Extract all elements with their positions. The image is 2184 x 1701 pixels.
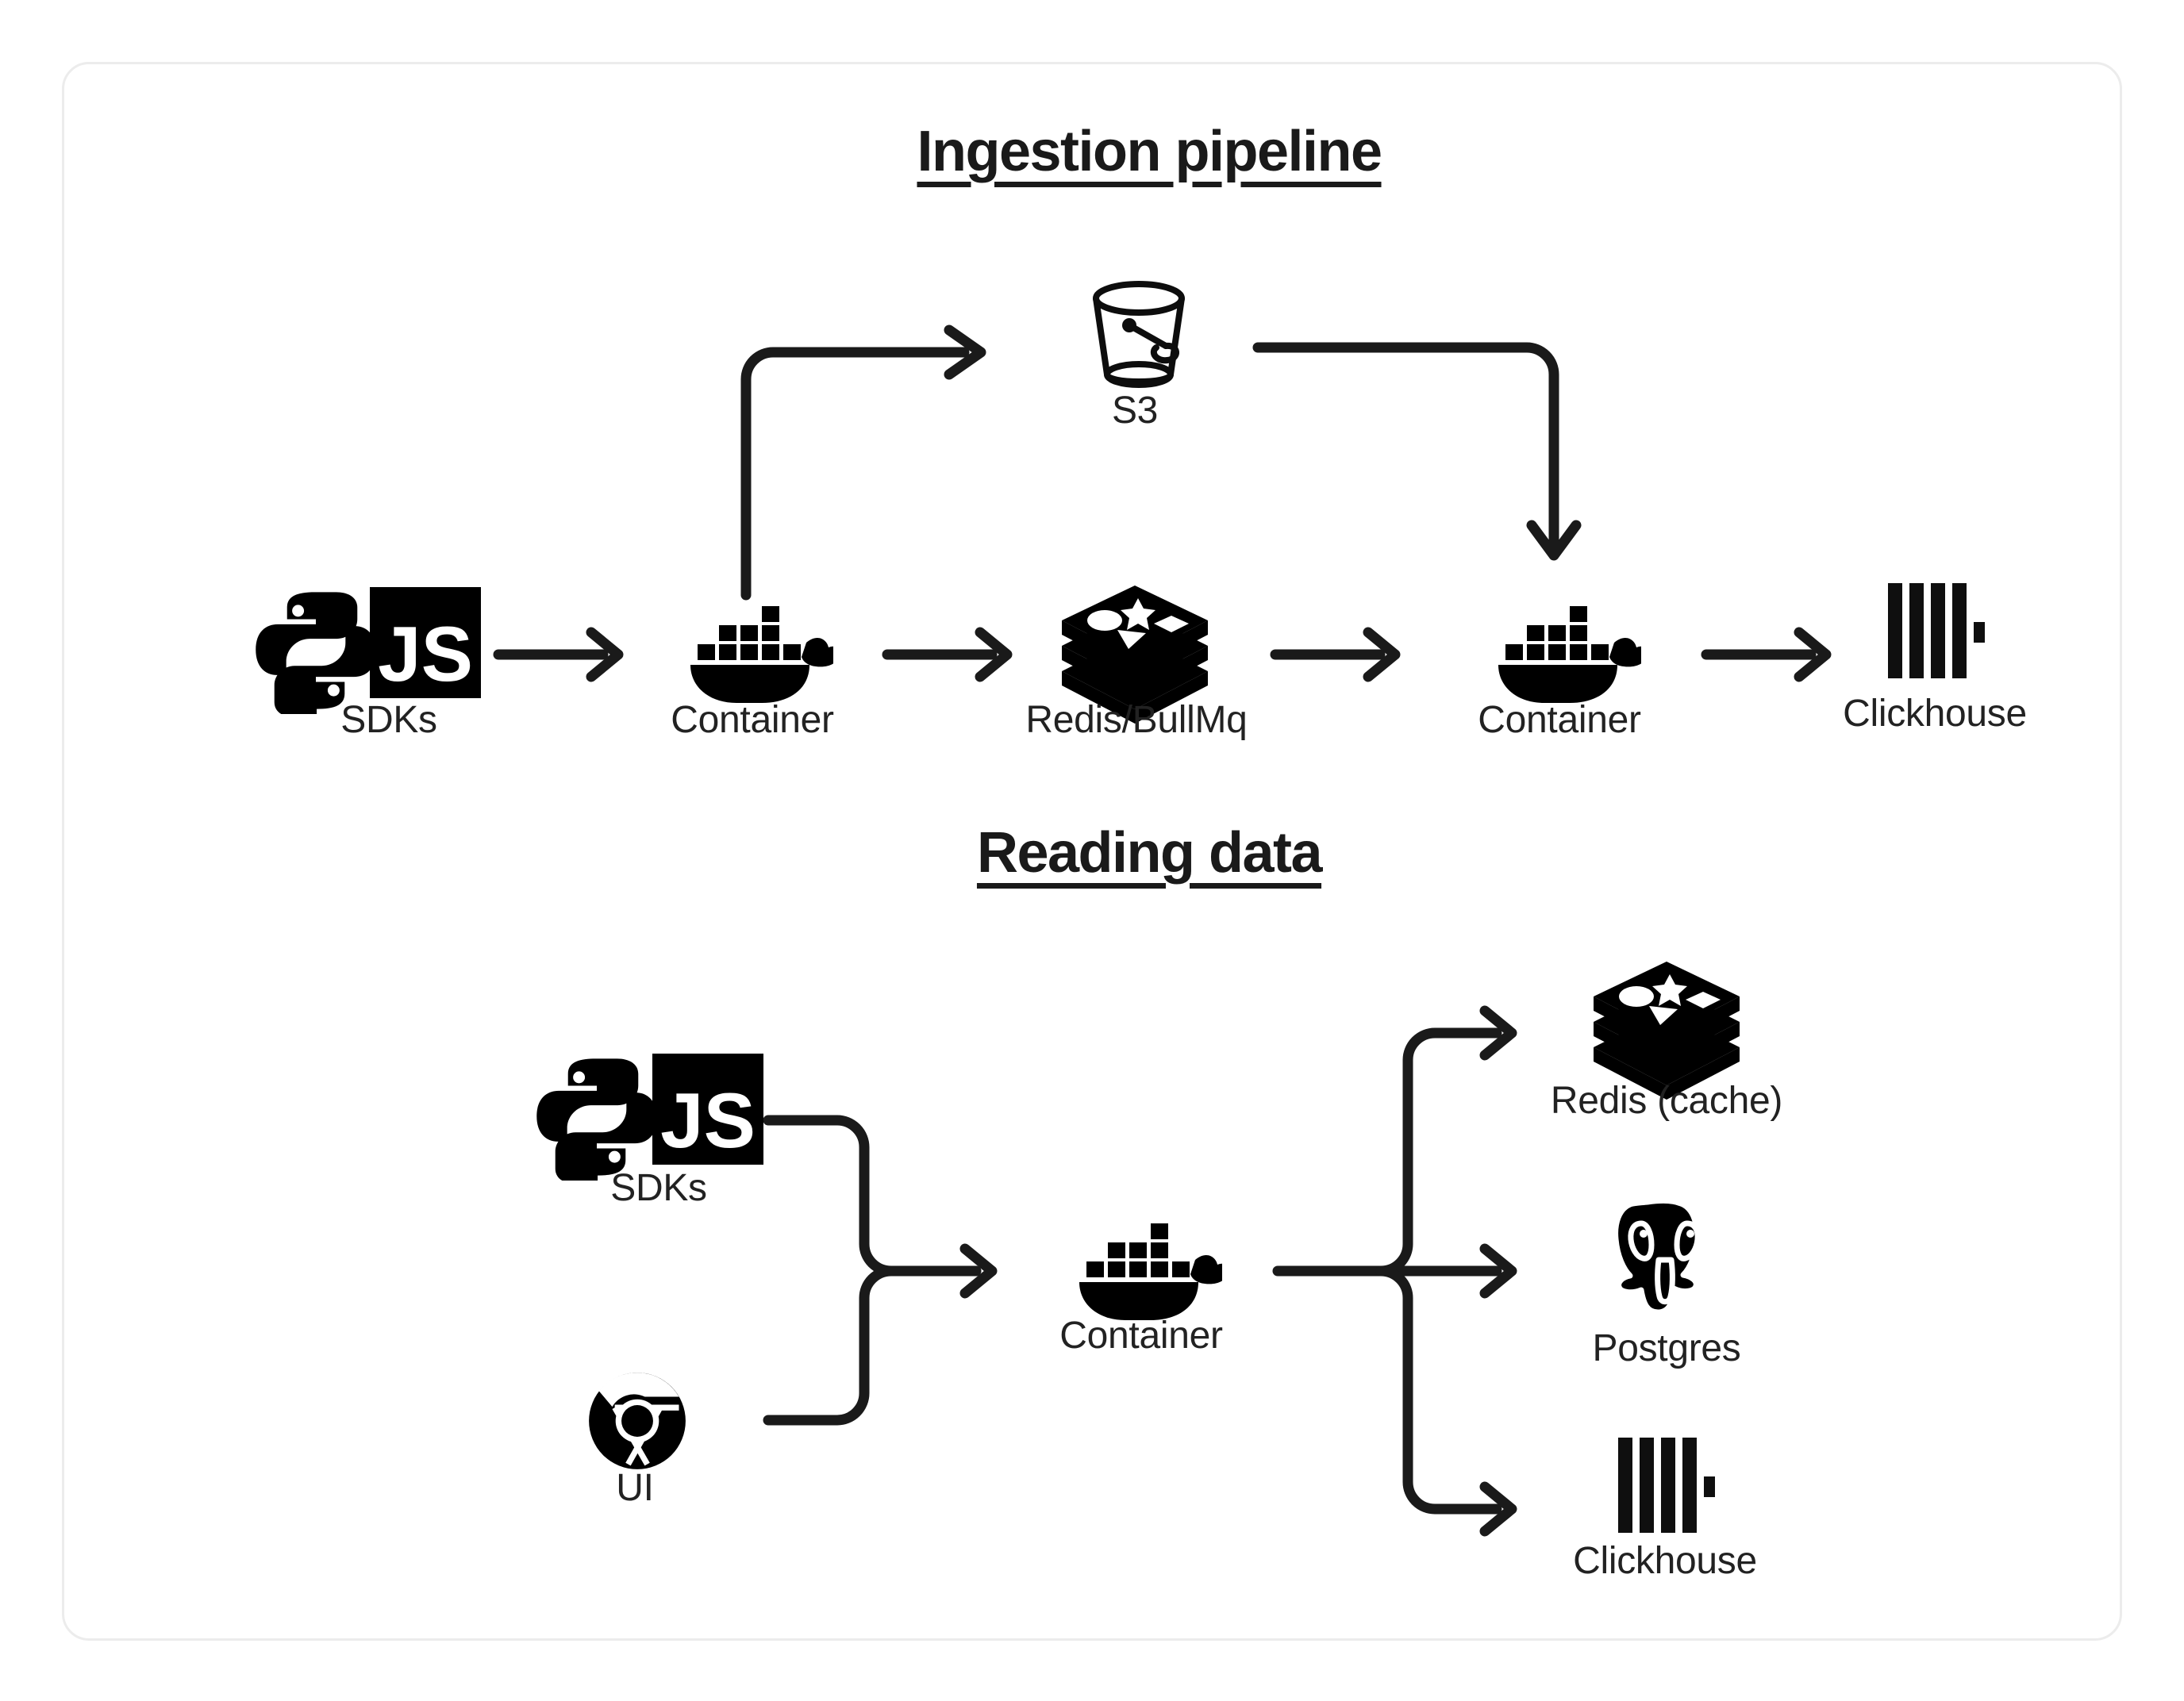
edge-merge-arrowhead bbox=[959, 1243, 998, 1299]
edge-s3-to-container2 bbox=[1252, 342, 1582, 561]
edge-ui-to-container3 bbox=[763, 1265, 982, 1426]
edge-container3-to-clickhouse2 bbox=[1375, 1265, 1517, 1537]
s3-bucket-icon bbox=[1096, 284, 1182, 385]
node-label-s3: S3 bbox=[1111, 390, 1159, 432]
svg-text:JS: JS bbox=[660, 1077, 756, 1164]
node-label-container-3: Container bbox=[1059, 1315, 1223, 1357]
clickhouse-bars-icon bbox=[1618, 1438, 1715, 1533]
node-label-clickhouse-2: Clickhouse bbox=[1573, 1540, 1757, 1582]
node-label-sdks-2: SDKs bbox=[610, 1167, 707, 1209]
edge-container2-to-clickhouse bbox=[1701, 627, 1832, 682]
docker-whale-icon bbox=[690, 606, 833, 703]
docker-whale-icon bbox=[1498, 606, 1641, 703]
edge-container1-to-s3 bbox=[740, 324, 986, 601]
edge-container3-to-postgres bbox=[1375, 1243, 1517, 1299]
node-label-postgres: Postgres bbox=[1592, 1327, 1741, 1369]
javascript-logo-icon: JS bbox=[370, 587, 481, 698]
javascript-logo-icon: JS bbox=[652, 1054, 763, 1165]
section-title-ingestion: Ingestion pipeline bbox=[917, 120, 1382, 183]
python-logo-icon bbox=[536, 1058, 657, 1181]
edge-sdks-to-container1 bbox=[493, 627, 624, 682]
docker-whale-icon bbox=[1079, 1223, 1222, 1320]
node-label-clickhouse: Clickhouse bbox=[1843, 693, 2027, 735]
clickhouse-bars-icon bbox=[1888, 583, 1985, 678]
node-label-container-1: Container bbox=[671, 699, 834, 741]
chrome-browser-icon bbox=[589, 1373, 686, 1469]
node-label-redis-cache: Redis (cache) bbox=[1550, 1080, 1783, 1122]
node-label-container-2: Container bbox=[1478, 699, 1641, 741]
node-label-ui: UI bbox=[616, 1467, 654, 1509]
postgres-elephant-icon bbox=[1616, 1200, 1698, 1312]
node-label-sdks: SDKs bbox=[340, 699, 437, 741]
edge-container3-to-redis-cache bbox=[1375, 1005, 1517, 1277]
svg-text:JS: JS bbox=[378, 610, 473, 697]
edge-sdks2-to-container3 bbox=[763, 1115, 982, 1277]
edge-redis-to-container2 bbox=[1270, 627, 1401, 682]
edge-container1-to-redis bbox=[882, 627, 1013, 682]
node-label-redis-bullmq: Redis/BullMq bbox=[1025, 699, 1248, 741]
section-title-reading: Reading data bbox=[976, 821, 1323, 885]
card-frame bbox=[62, 62, 2122, 1641]
